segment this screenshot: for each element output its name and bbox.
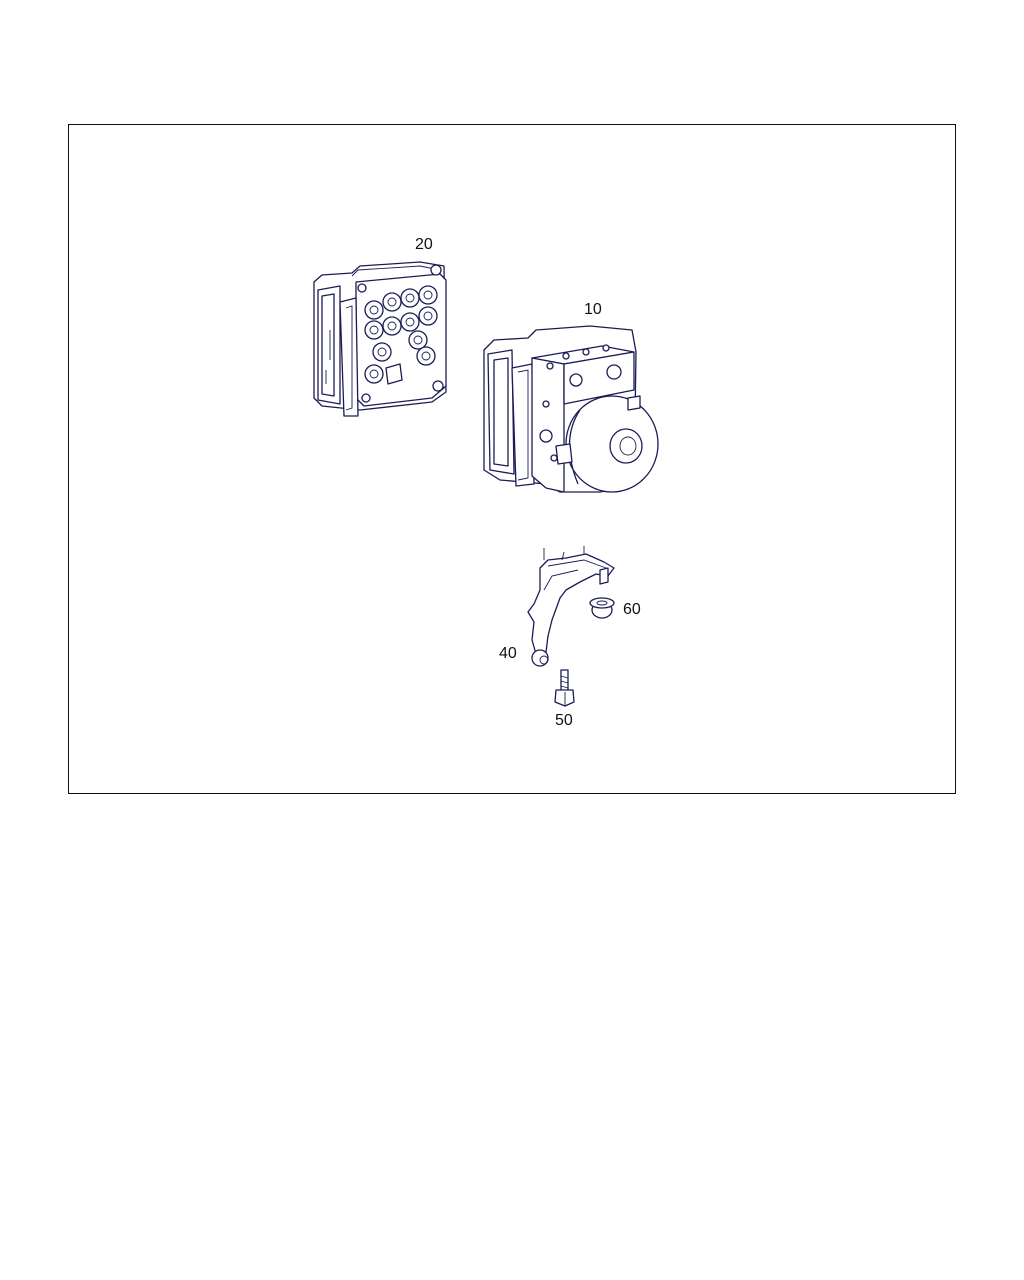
hydraulic-unit-valve-block-icon[interactable] xyxy=(313,261,447,417)
abs-hydraulic-unit-with-motor-icon[interactable] xyxy=(483,325,659,493)
diagram-frame xyxy=(68,124,956,794)
callout-40: 40 xyxy=(499,645,517,662)
callout-20: 20 xyxy=(415,236,433,253)
callout-10: 10 xyxy=(584,301,602,318)
mounting-bracket-icon[interactable] xyxy=(527,546,615,667)
bolt-icon[interactable] xyxy=(554,669,575,707)
callout-60: 60 xyxy=(623,601,641,618)
grommet-icon[interactable] xyxy=(589,597,615,619)
callout-50: 50 xyxy=(555,712,573,729)
